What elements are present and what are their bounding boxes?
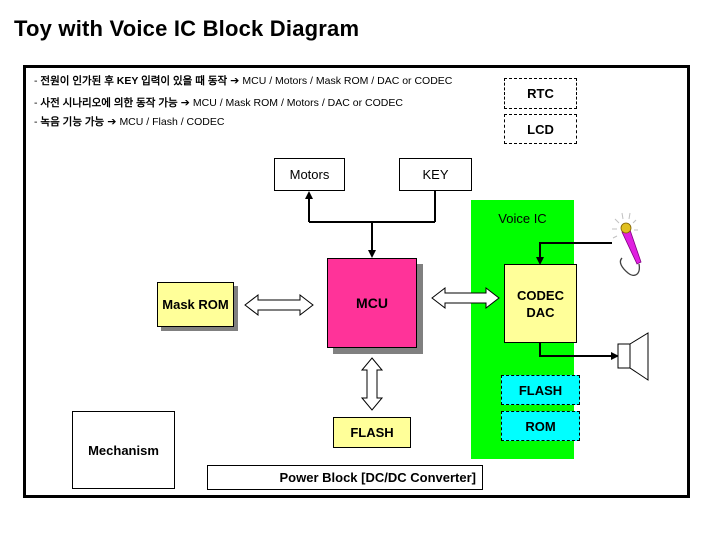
codec-dac-block: CODEC DAC [504,264,577,343]
note-1-korean: 전원이 인가된 후 KEY 입력이 있을 때 동작 [40,75,228,87]
voice-ic-title: Voice IC [471,208,574,228]
diagram-frame [23,65,690,498]
note-bullet: - [34,75,41,87]
note-2: - 사전 시나리오에 의한 동작 가능➔MCU / Mask ROM / Mot… [34,95,403,110]
note-1: - 전원이 인가된 후 KEY 입력이 있을 때 동작➔MCU / Motors… [34,73,452,88]
mask-rom-label: Mask ROM [162,297,229,312]
arrow-to-codec-icon [536,257,544,265]
note-1-components: MCU / Motors / Mask ROM / DAC or CODEC [242,75,453,87]
arrow-right-icon: ➔ [107,116,117,128]
lcd-block: LCD [504,114,577,144]
speaker-icon [617,332,649,381]
key-block: KEY [399,158,472,191]
rtc-block: RTC [504,78,577,109]
mcu-label: MCU [356,294,388,311]
voice-ic-flash-label: FLASH [518,382,563,398]
note-3-korean: 녹음 기능 가능 [40,116,105,128]
mic-to-codec-line [539,242,612,260]
voice-ic-rom-block: ROM [501,411,580,441]
voice-ic-label: Voice IC [498,210,547,226]
codec-to-speaker-line [539,343,613,357]
mcu-codec-double-arrow-icon [431,286,500,310]
mechanism-block: Mechanism [72,411,175,489]
note-2-components: MCU / Mask ROM / Motors / DAC or CODEC [192,97,403,109]
motors-key-bus [308,191,436,253]
mcu-block: MCU [327,258,417,348]
mask-rom-block: Mask ROM [157,282,234,327]
flash-label: FLASH [350,425,394,440]
note-2-korean: 사전 시나리오에 의한 동작 가능 [40,97,178,109]
page-title: Toy with Voice IC Block Diagram [14,16,360,41]
arrow-right-icon: ➔ [230,75,240,87]
mcu-flash-double-arrow-icon [360,357,384,411]
note-3-components: MCU / Flash / CODEC [119,116,225,128]
arrow-right-icon: ➔ [180,97,190,109]
note-bullet: - [34,97,41,109]
mechanism-label: Mechanism [88,442,159,458]
voice-ic-flash-block: FLASH [501,375,580,405]
arrow-to-motors-icon [305,191,313,199]
power-block: Power Block [DC/DC Converter] [207,465,483,490]
flash-block: FLASH [333,417,411,448]
rtc-label: RTC [527,86,554,101]
lcd-label: LCD [527,121,554,137]
arrow-to-mcu-icon [368,250,376,258]
key-label: KEY [422,167,449,182]
codec-label: CODEC [517,287,564,303]
mask-rom-mcu-double-arrow-icon [244,293,314,317]
voice-ic-rom-label: ROM [525,418,556,434]
motors-label: Motors [289,167,330,182]
dac-label: DAC [526,304,555,320]
power-block-label: Power Block [DC/DC Converter] [279,470,476,485]
note-bullet: - [34,116,41,128]
note-3: - 녹음 기능 가능➔MCU / Flash / CODEC [34,114,224,129]
microphone-icon [612,212,642,276]
arrow-to-speaker-icon [611,352,619,360]
motors-block: Motors [274,158,345,191]
